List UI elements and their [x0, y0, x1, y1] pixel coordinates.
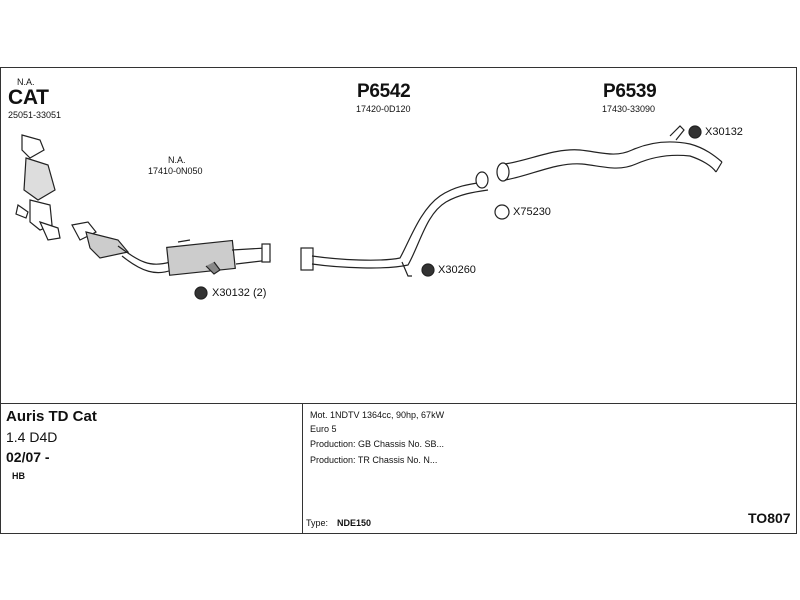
front-pipe-drawing [71, 221, 271, 276]
clamp-icon [421, 263, 435, 277]
spec-line: Production: GB Chassis No. SB... [310, 439, 445, 449]
fitting-x30132-top: X30132 [705, 126, 743, 138]
cat-na-label: N.A. [17, 77, 35, 87]
vehicle-model: Auris TD Cat [6, 408, 97, 425]
rear-pipe-drawing [496, 125, 723, 182]
p6539-part-number: 17430-33090 [602, 104, 656, 114]
diagram-code: TO807 [748, 510, 791, 526]
fitting-x75230: X75230 [513, 206, 551, 218]
p6539-title: P6539 [603, 81, 657, 102]
cat-title: CAT [8, 86, 49, 109]
vehicle-body: HB [12, 471, 25, 481]
cat-part-number: 25051-33051 [8, 110, 62, 120]
p6542-part-number: 17420-0D120 [356, 104, 411, 114]
middle-pipe-drawing [300, 171, 489, 277]
divider-horizontal [0, 403, 797, 404]
vehicle-engine: 1.4 D4D [6, 429, 58, 445]
middle-na-label: N.A. [168, 155, 186, 165]
clamp-icon [688, 125, 702, 139]
divider-vertical [302, 403, 303, 534]
gasket-ring-icon [494, 204, 510, 220]
spec-line: Mot. 1NDTV 1364cc, 90hp, 67kW [310, 410, 445, 420]
drawing-frame [0, 67, 797, 534]
type-label: Type: [306, 518, 329, 528]
middle-part-number: 17410-0N050 [148, 166, 203, 176]
spec-line: Production: TR Chassis No. N... [310, 455, 438, 465]
fitting-x30260: X30260 [438, 264, 476, 276]
fitting-x30132-bottom: X30132 (2) [212, 287, 267, 299]
catalytic-converter-drawing [15, 134, 61, 241]
type-value: NDE150 [337, 518, 372, 528]
p6542-title: P6542 [357, 81, 411, 102]
vehicle-date: 02/07 - [6, 449, 50, 465]
fitting-symbols [194, 125, 702, 300]
spec-line: Euro 5 [310, 424, 337, 434]
clamp-icon [194, 286, 208, 300]
